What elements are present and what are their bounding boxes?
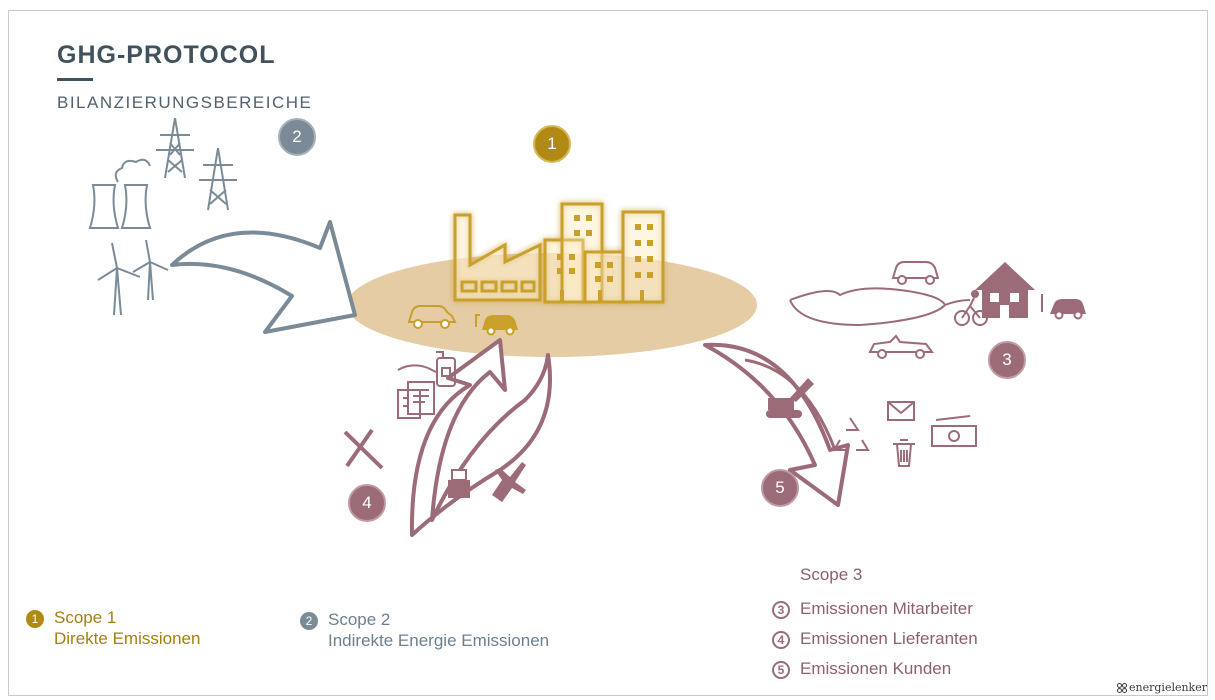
legend-scope3-customers-number: 5 (772, 661, 790, 679)
scope2-badge: 2 (278, 118, 316, 156)
legend-scope3-suppliers-number: 4 (772, 631, 790, 649)
brand-name: energielenker (1129, 681, 1207, 694)
logo-mark-icon (1117, 682, 1128, 693)
legend-scope3-customers-label: Emissionen Kunden (800, 659, 952, 678)
hand-soap-icon (397, 351, 456, 387)
legend-scope3-employees-number: 3 (772, 601, 790, 619)
scope3-customers-arrow (703, 342, 850, 507)
convertible-icon (868, 334, 934, 359)
car-icon (891, 261, 940, 285)
scope3-customers-badge: 5 (761, 469, 799, 507)
scope3-employees-badge: 3 (988, 341, 1026, 379)
cutlery-icon (343, 428, 384, 470)
wind-turbine-icon (97, 239, 169, 316)
scope3-customers-arrow-tail (744, 358, 837, 451)
banknote-icon (931, 415, 977, 447)
factory-icon (453, 213, 542, 302)
mail-icon (887, 401, 915, 421)
legend-scope2-desc: Indirekte Energie Emissionen (328, 631, 550, 650)
page-subtitle: BILANZIERUNGSBEREICHE (57, 93, 313, 112)
excavator-icon (766, 378, 814, 418)
electric-car-icon (475, 314, 518, 336)
legend-scope3-employees: 3 Emissionen Mitarbeiter (772, 598, 973, 619)
house-icon (975, 262, 1035, 318)
legend-scope1-number: 1 (26, 610, 44, 628)
electric-car-icon (1041, 294, 1086, 320)
legend-scope2-number: 2 (300, 612, 318, 630)
legend-scope1-title: Scope 1 (54, 608, 117, 627)
legend-scope1: 1 Scope 1 Direkte Emissionen (26, 607, 200, 649)
airplane-icon (492, 462, 526, 502)
title-underline (57, 78, 93, 81)
scope3-suppliers-arrow (409, 338, 552, 537)
office-building-icon (543, 202, 665, 304)
scope2-arrow (170, 220, 357, 334)
power-pylon-icon (156, 117, 237, 211)
legend-scope2-title: Scope 2 (328, 610, 391, 629)
legend-scope1-desc: Direkte Emissionen (54, 629, 201, 648)
scope1-badge: 1 (533, 125, 571, 163)
legend-scope3-employees-label: Emissionen Mitarbeiter (800, 599, 973, 618)
printer-icon (448, 469, 470, 498)
legend-scope3-title: Scope 3 (800, 565, 863, 584)
scope3-employees-loop (789, 287, 971, 327)
legend-scope3-suppliers: 4 Emissionen Lieferanten (772, 628, 978, 649)
legend-scope2: 2 Scope 2 Indirekte Energie Emissionen (300, 609, 549, 651)
trash-icon (893, 439, 915, 467)
power-plant-icon (88, 158, 152, 229)
scope3-suppliers-badge: 4 (348, 484, 386, 522)
building-windows (557, 215, 653, 302)
documents-icon (397, 381, 435, 419)
car-icon (407, 305, 457, 329)
page-title: GHG-PROTOCOL (57, 41, 276, 69)
legend-scope3-customers: 5 Emissionen Kunden (772, 658, 951, 679)
brand-logo: energielenker (1117, 681, 1207, 694)
bicycle-icon (954, 290, 988, 326)
recycling-icon (832, 417, 870, 451)
legend-scope3-suppliers-label: Emissionen Lieferanten (800, 629, 978, 648)
